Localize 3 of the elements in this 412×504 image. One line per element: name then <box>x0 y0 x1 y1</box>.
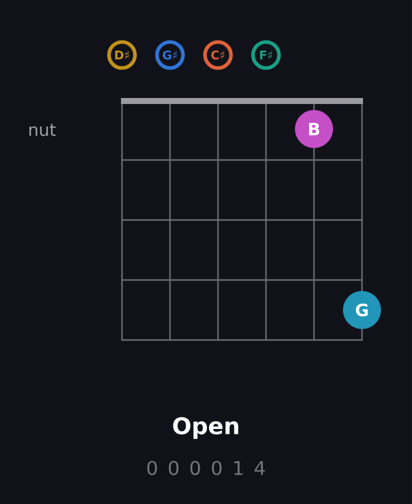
fingering-numbers: 0 0 0 0 1 4 <box>147 460 265 476</box>
chord-name: Open <box>173 417 238 439</box>
nut-label: nut <box>29 124 56 136</box>
